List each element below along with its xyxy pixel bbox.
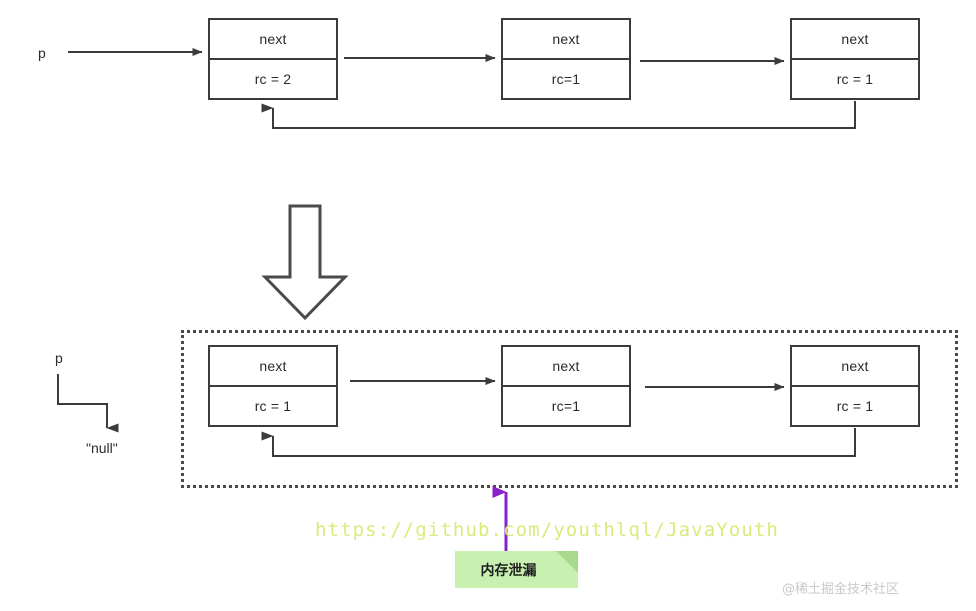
null-label: "null" (86, 440, 118, 456)
memory-leak-tag: 内存泄漏 (455, 551, 578, 588)
top-node-2-rc: rc=1 (551, 71, 581, 87)
bottom-node-1-next: next (210, 347, 336, 387)
bottom-arrow-p-to-null (57, 374, 119, 433)
transition-down-arrow (261, 204, 349, 321)
bottom-node-1-rc: rc = 1 (254, 398, 292, 414)
leaked-cycle-region (181, 330, 958, 488)
bottom-node-2-rc: rc=1 (551, 398, 581, 414)
bottom-node-3-next: next (792, 347, 918, 387)
top-node-2: next rc=1 (501, 18, 631, 100)
bottom-pointer-label: p (55, 350, 63, 366)
top-node-2-next: next (503, 20, 629, 60)
repo-url-text: https://github.com/youthlql/JavaYouth (315, 519, 779, 541)
top-node-3-rc: rc = 1 (836, 71, 874, 87)
bottom-node-2-next: next (503, 347, 629, 387)
site-watermark: @稀土掘金技术社区 (782, 582, 900, 597)
top-node-1: next rc = 2 (208, 18, 338, 100)
bottom-node-2: next rc=1 (501, 345, 631, 427)
memory-leak-tag-label: 内存泄漏 (480, 562, 537, 579)
bottom-node-3-rc: rc = 1 (836, 398, 874, 414)
top-arrow-cycle-back (261, 101, 856, 129)
bottom-node-3: next rc = 1 (790, 345, 920, 427)
top-pointer-label: p (38, 45, 46, 61)
top-node-3: next rc = 1 (790, 18, 920, 100)
top-node-3-next: next (792, 20, 918, 60)
bottom-node-1: next rc = 1 (208, 345, 338, 427)
top-node-1-rc: rc = 2 (254, 71, 292, 87)
top-node-1-next: next (210, 20, 336, 60)
tag-fold-corner (556, 551, 578, 573)
